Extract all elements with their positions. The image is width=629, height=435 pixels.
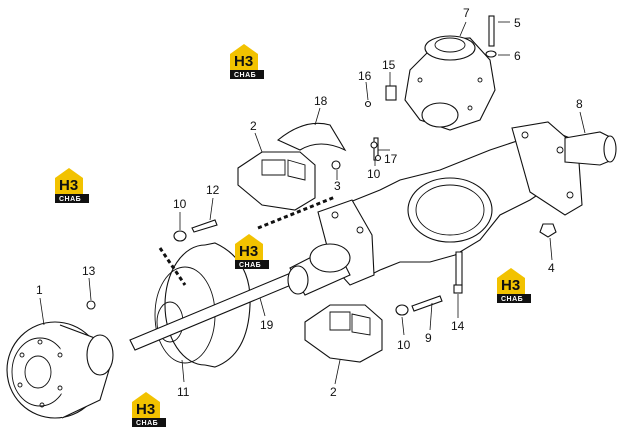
watermark-house-icon (235, 234, 263, 260)
leader-lines (39, 21, 586, 385)
watermark-bar (132, 418, 166, 427)
wheel-hub (6, 321, 114, 419)
callout-labels: 1 2 2 3 4 5 6 7 8 9 10 10 10 11 12 13 14… (36, 6, 583, 399)
callout-4: 4 (548, 261, 555, 275)
callout-15: 15 (382, 58, 396, 72)
watermark-sub-text: СНАБ (239, 262, 261, 269)
watermark-main-text: H3 (234, 53, 253, 70)
fasteners (86, 154, 557, 316)
callout-13: 13 (82, 264, 96, 278)
watermark-main-text: H3 (239, 243, 258, 260)
watermark-house-icon (497, 268, 525, 294)
callout-9: 9 (425, 331, 432, 345)
watermark-bar (55, 194, 89, 203)
watermark-sub-text: СНАБ (59, 196, 81, 203)
watermark-main-text: H3 (136, 401, 155, 418)
watermark-bar (235, 260, 269, 269)
watermark-main-text: H3 (59, 177, 78, 194)
callout-11: 11 (177, 385, 190, 399)
callout-18: 18 (314, 94, 328, 108)
callout-10-lower: 10 (397, 338, 411, 352)
callout-19: 19 (260, 318, 274, 332)
axle-housing (317, 121, 617, 286)
callout-6: 6 (514, 49, 521, 63)
callout-14: 14 (451, 319, 465, 333)
callout-16: 16 (358, 69, 372, 83)
watermark-sub-text: СНАБ (501, 296, 523, 303)
callout-1: 1 (36, 283, 43, 297)
watermark-house-icon (230, 44, 258, 70)
watermark-sub-text: СНАБ (136, 420, 158, 427)
callout-7: 7 (463, 6, 470, 20)
callout-10-left: 10 (173, 197, 187, 211)
callout-5: 5 (514, 16, 521, 30)
watermark-house-icon (55, 168, 83, 194)
callout-3: 3 (334, 179, 341, 193)
callout-2-lower: 2 (330, 385, 337, 399)
watermark-sub-text: СНАБ (234, 72, 256, 79)
top-hardware (364, 15, 497, 161)
watermark-bar (230, 70, 264, 79)
watermark-bar (497, 294, 531, 303)
callout-17: 17 (384, 152, 398, 166)
brake-caliper-lower (304, 304, 383, 363)
half-shaft (129, 243, 351, 351)
callout-8: 8 (576, 97, 583, 111)
watermark-house-icon (132, 392, 160, 418)
assembly-path (158, 195, 336, 286)
differential-carrier (404, 35, 496, 131)
callout-12: 12 (206, 183, 220, 197)
callout-10-upper: 10 (367, 167, 381, 181)
watermark-main-text: H3 (501, 277, 520, 294)
brake-caliper-upper (237, 122, 347, 211)
callout-2-upper: 2 (250, 119, 257, 133)
